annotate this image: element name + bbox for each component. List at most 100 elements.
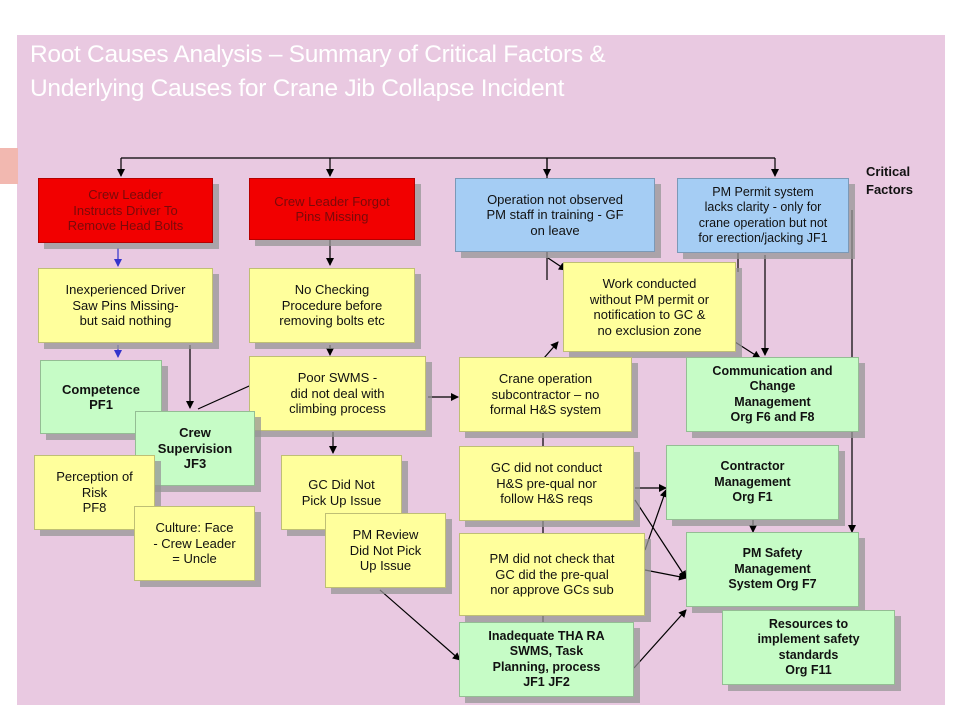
box-text-line: Crane operation [498,371,593,387]
box-text-line: Procedure before [281,297,383,313]
box-text-line: Instructs Driver To [73,202,178,218]
box-text-line: Work conducted [602,276,697,291]
box-text-line: climbing process [289,401,386,417]
box-text-line: PM did not check that [489,551,615,567]
box-text-line: Did Not Pick [349,542,422,558]
box-text-line: without PM permit or [589,291,710,307]
box-text-line: GC did not conduct [490,460,603,476]
box-text-line: No Checking [294,282,370,298]
box-text-line: Resources to [768,616,849,631]
box-text-line: Crew Leader Forgot [274,193,390,209]
box-text-line: Crew Leader [88,187,163,203]
box-text-line: nor approve GCs sub [490,582,614,598]
box-text-line: standards [778,647,839,662]
box-text-line: PM Safety [742,546,803,561]
box-text-line: H&S pre-qual nor [496,475,597,491]
box-text-line: Operation not observed [487,191,623,207]
box-text-line: PM staff in training - GF [486,207,624,223]
box-text-line: Communication and [712,363,833,378]
box-text-line: removing bolts etc [279,313,385,329]
box-text-line: Planning, process [492,659,601,674]
box-text-line: Inadequate THA RA [488,628,605,643]
box-text-line: crane operation but not [698,215,828,230]
box-text-line: PM Review [352,527,419,543]
box-text-line: no exclusion zone [597,322,702,338]
box-text-line: Management [734,394,811,409]
box-text-line: - Crew Leader [153,535,236,551]
box-text-line: lacks clarity - only for [704,200,822,214]
box-text-line: System Org F7 [728,577,817,592]
box-text-line: Saw Pins Missing- [72,297,179,313]
box-text-line: Org F1 [732,490,773,505]
box-text-line: JF1 JF2 [523,675,570,689]
box-text-line: implement safety [757,632,860,646]
box-text-line: Change [749,379,796,393]
decorative-wedge [0,148,18,184]
box-text-line: for erection/jacking JF1 [698,231,828,245]
box-text: Culture: Face- Crew Leader= Uncle [153,520,235,567]
box-text-line: Management [714,474,791,489]
box-text-line: Poor SWMS - [297,370,378,386]
box-text-line: GC Did Not [308,477,375,492]
box-text-line: Remove Head Bolts [67,218,184,234]
box-culture-face: Culture: Face- Crew Leader= Uncle [134,506,255,581]
critical-factors-label-line-2: Factors [866,182,913,197]
box-text-line: GC did the pre-qual [495,566,609,582]
box-text-line: Supervision [157,440,233,456]
box-text-line: PM Permit system [712,184,814,199]
slide-title: Root Causes Analysis – Summary of Critic… [30,38,790,106]
box-text-line: Pick Up Issue [301,492,382,508]
box-text-line: Up Issue [359,558,412,574]
box-text-line: subcontractor – no [491,386,600,402]
box-text-line: Management [734,561,811,576]
box-text-line: Org F6 and F8 [730,410,815,424]
box-text-line: Competence [61,381,141,397]
box-text-line: Culture: Face [155,520,234,536]
box-text-line: did not deal with [290,385,385,401]
box-text-line: Risk [81,484,108,500]
title-line-2: Underlying Causes for Crane Jib Collapse… [30,75,565,102]
box-text-line: Org F11 [785,663,832,677]
box-text-line: follow H&S reqs [500,491,593,507]
critical-factors-label-line-1: Critical [866,164,911,179]
box-text-line: Crew [179,425,211,441]
box-text-line: PF1 [89,397,113,412]
box-text-line: = Uncle [172,551,217,567]
